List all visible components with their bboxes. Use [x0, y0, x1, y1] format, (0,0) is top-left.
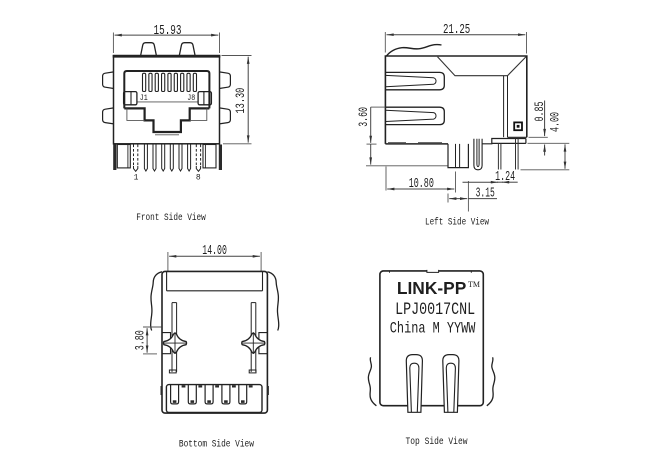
svg-text:0.85: 0.85: [532, 102, 547, 122]
svg-text:3.60: 3.60: [356, 107, 371, 127]
svg-text:3.15: 3.15: [476, 186, 495, 202]
svg-text:15.93: 15.93: [154, 23, 182, 39]
svg-text:1.24: 1.24: [495, 169, 515, 185]
svg-text:1: 1: [134, 173, 139, 182]
svg-text:3.80: 3.80: [133, 330, 148, 350]
svg-text:J8: J8: [187, 94, 195, 103]
svg-text:13.30: 13.30: [233, 88, 248, 114]
svg-text:LINK-PP: LINK-PP: [397, 278, 467, 298]
svg-text:Left Side View: Left Side View: [425, 217, 490, 229]
svg-text:LPJ0017CNL: LPJ0017CNL: [395, 300, 475, 320]
svg-text:J1: J1: [140, 94, 148, 103]
svg-text:Front Side View: Front Side View: [136, 212, 206, 224]
svg-text:Top Side View: Top Side View: [406, 436, 469, 448]
svg-text:TM: TM: [468, 280, 480, 289]
svg-text:8: 8: [196, 173, 201, 182]
svg-text:China M YYWW: China M YYWW: [390, 320, 476, 338]
svg-text:21.25: 21.25: [443, 22, 470, 38]
svg-text:10.80: 10.80: [409, 176, 434, 192]
svg-text:Bottom Side View: Bottom Side View: [179, 438, 255, 450]
svg-text:4.00: 4.00: [548, 112, 563, 132]
svg-text:14.00: 14.00: [202, 243, 227, 259]
